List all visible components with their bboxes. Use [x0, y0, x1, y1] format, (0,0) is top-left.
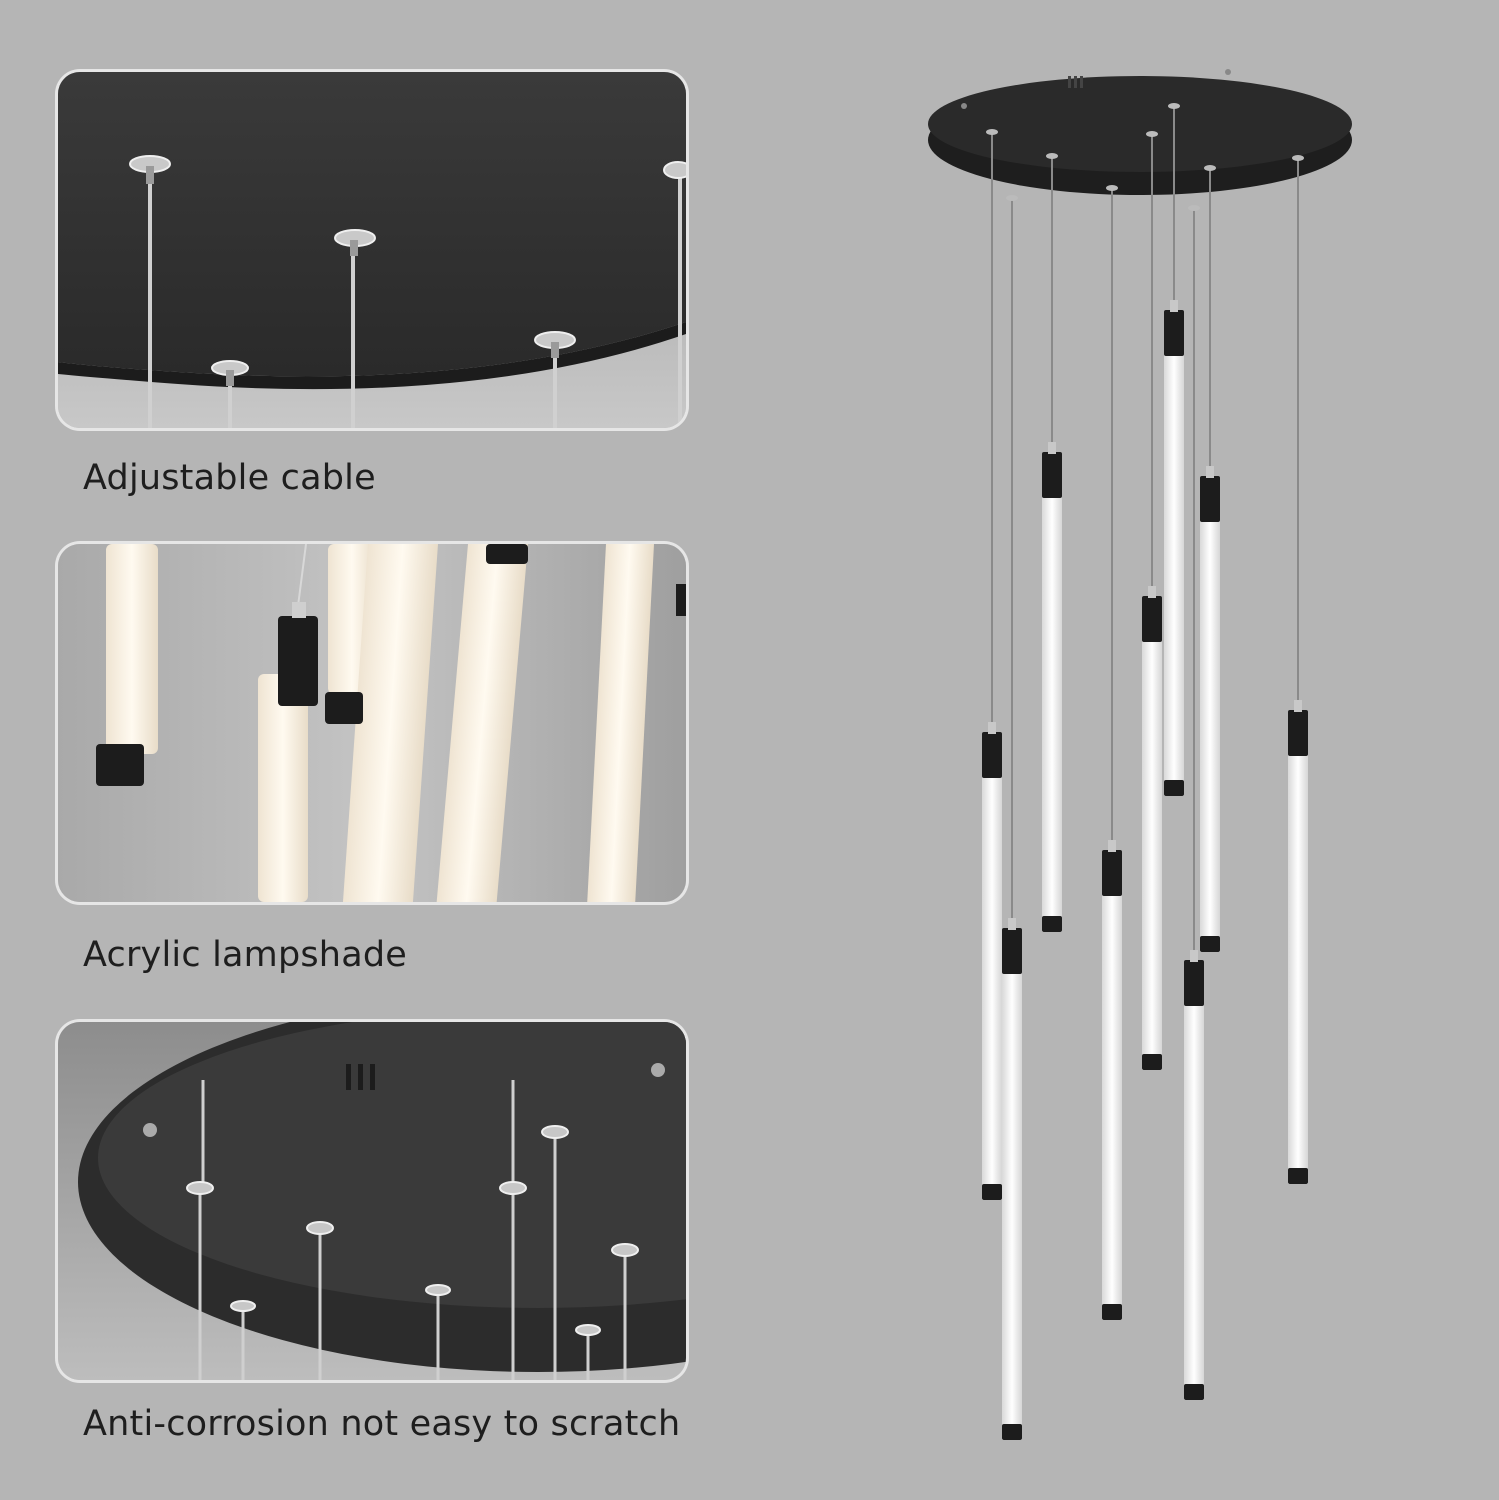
- cable-ferrule: [1108, 840, 1116, 852]
- black-canopy-image: [58, 1022, 686, 1380]
- cable-anchor: [1106, 185, 1118, 191]
- acrylic-tube: [1102, 894, 1122, 1320]
- cable-anchor: [1146, 131, 1158, 137]
- tube-end-cap: [1164, 780, 1184, 796]
- tube-end-cap: [1042, 916, 1062, 932]
- tube-top-cap: [982, 732, 1002, 778]
- cable-anchor: [986, 129, 998, 135]
- acrylic-tube: [1288, 754, 1308, 1184]
- tube-end-cap: [1200, 936, 1220, 952]
- tube-top-cap: [1002, 928, 1022, 974]
- tube-top-cap: [1102, 850, 1122, 896]
- cable-ferrule: [988, 722, 996, 734]
- cable-ferrule: [1206, 466, 1214, 478]
- cable-anchor: [1188, 205, 1200, 211]
- tube-top-cap: [1164, 310, 1184, 356]
- tube-top-cap: [1184, 960, 1204, 1006]
- tube-top-cap: [1288, 710, 1308, 756]
- acrylic-tube: [1142, 640, 1162, 1070]
- cable-anchor: [1168, 103, 1180, 109]
- tube-end-cap: [1102, 1304, 1122, 1320]
- acrylic-tubes-image: [58, 544, 686, 902]
- cable-ferrule: [1048, 442, 1056, 454]
- caption-acrylic-lampshade: Acrylic lampshade: [83, 935, 407, 975]
- canopy-closeup-image: [58, 72, 686, 428]
- cable-anchor: [1046, 153, 1058, 159]
- cable-anchor: [1006, 195, 1018, 201]
- cable-ferrule: [1190, 950, 1198, 962]
- tube-end-cap: [1184, 1384, 1204, 1400]
- tube-end-cap: [1288, 1168, 1308, 1184]
- tube-end-cap: [1002, 1424, 1022, 1440]
- acrylic-tube: [1164, 354, 1184, 796]
- caption-adjustable-cable: Adjustable cable: [83, 458, 376, 498]
- acrylic-tube: [1200, 520, 1220, 952]
- tube-top-cap: [1142, 596, 1162, 642]
- cable-anchor: [1292, 155, 1304, 161]
- acrylic-tube: [1042, 496, 1062, 932]
- acrylic-tube: [1002, 972, 1022, 1440]
- cable-ferrule: [1294, 700, 1302, 712]
- feature-image-lampshade: [58, 544, 686, 902]
- tube-end-cap: [1142, 1054, 1162, 1070]
- cable-ferrule: [1008, 918, 1016, 930]
- acrylic-tube: [1184, 1004, 1204, 1400]
- feature-image-cable: [58, 72, 686, 428]
- cable-anchor: [1204, 165, 1216, 171]
- pendant-lights: [982, 103, 1308, 1440]
- tube-top-cap: [1200, 476, 1220, 522]
- caption-anti-corrosion: Anti-corrosion not easy to scratch: [83, 1404, 681, 1444]
- chandelier-product-image: [928, 69, 1352, 1440]
- feature-image-finish: [58, 1022, 686, 1380]
- acrylic-tube: [982, 776, 1002, 1200]
- tube-end-cap: [982, 1184, 1002, 1200]
- cable-ferrule: [1170, 300, 1178, 312]
- cable-ferrule: [1148, 586, 1156, 598]
- tube-top-cap: [1042, 452, 1062, 498]
